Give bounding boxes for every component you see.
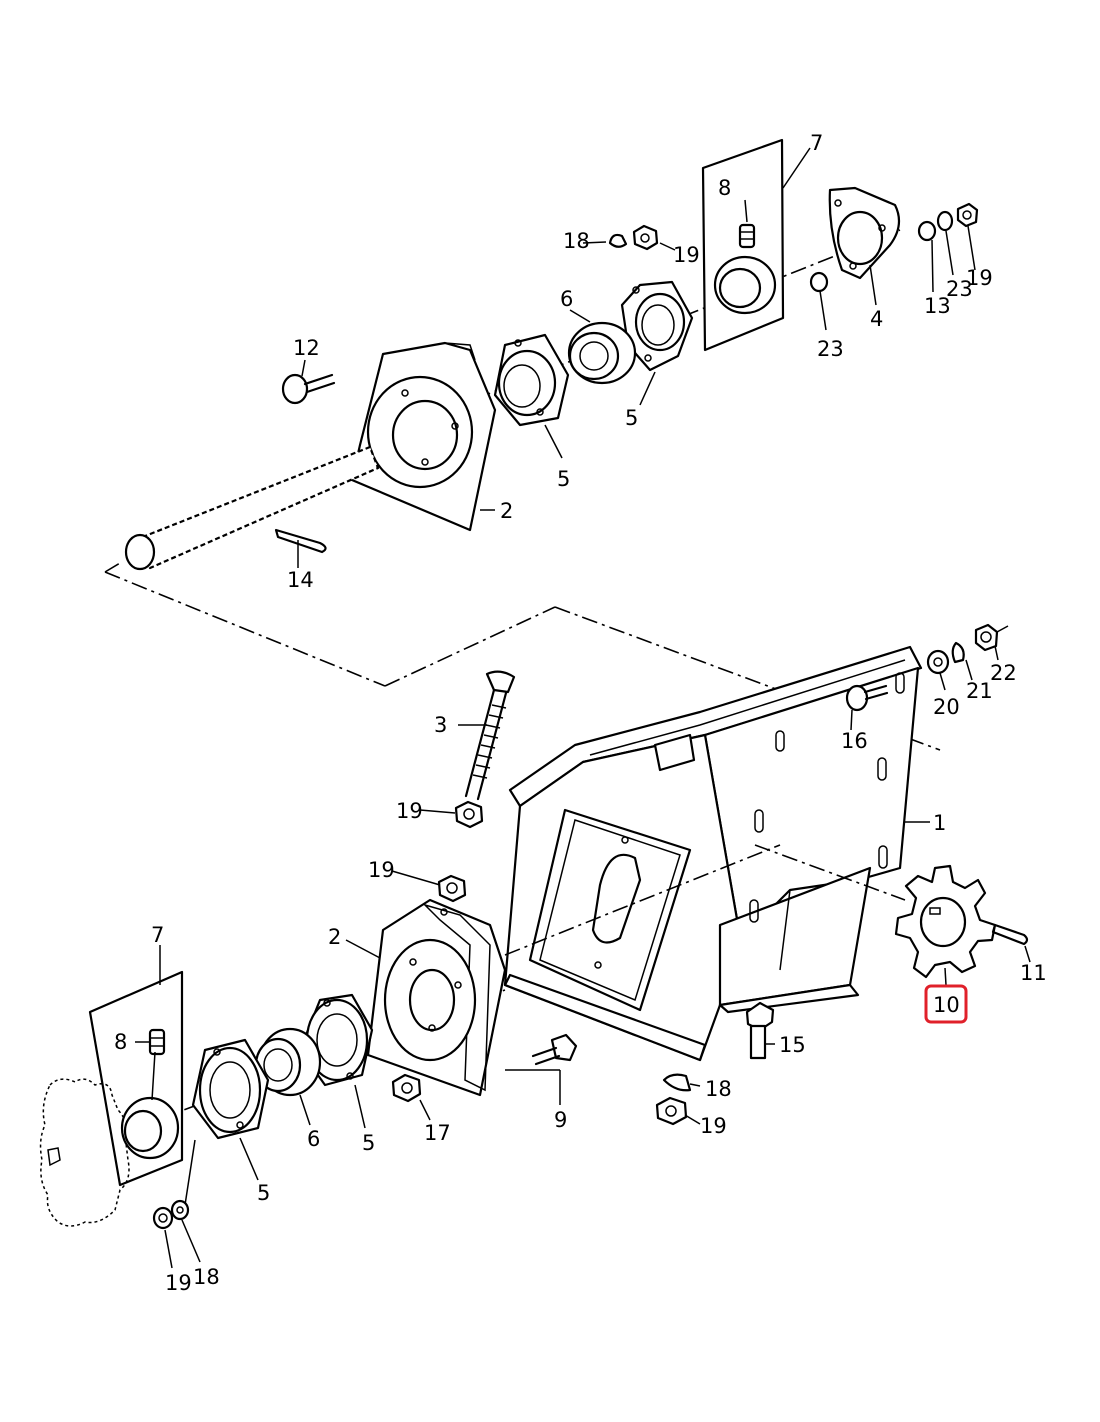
- flange-bracket-4: [828, 186, 901, 280]
- leader-lines: [135, 147, 1031, 1269]
- label-8-bottom: 8: [114, 1030, 127, 1054]
- label-2-bottom: 2: [328, 925, 341, 949]
- bearing-6-top: [567, 321, 637, 385]
- collar-bottom: [120, 1096, 180, 1160]
- label-6-bottom: 6: [307, 1127, 320, 1151]
- nut-19-mid-c: [655, 1096, 688, 1126]
- bearing-plate-2-top: [350, 341, 497, 532]
- label-4: 4: [870, 307, 883, 331]
- label-20: 20: [933, 695, 960, 719]
- upper-axis-lines: [104, 229, 941, 751]
- label-6-top: 6: [560, 287, 573, 311]
- sprocket-10: [894, 864, 997, 979]
- label-19-top-b: 19: [966, 266, 993, 290]
- bolt-15: [745, 1001, 775, 1060]
- label-7-bottom: 7: [151, 923, 164, 947]
- nut-19-top: [632, 224, 659, 251]
- collar-top: [713, 255, 777, 315]
- label-7-top: 7: [810, 131, 823, 155]
- label-19-top-a: 19: [673, 243, 700, 267]
- bearing-plate-2-bottom: [366, 898, 507, 1097]
- nut-19-bottom: [152, 1206, 174, 1230]
- bolt-9: [531, 1033, 578, 1066]
- label-17: 17: [424, 1121, 451, 1145]
- washer-18-bottom: [170, 1199, 190, 1221]
- label-2-top: 2: [500, 499, 513, 523]
- label-22: 22: [990, 661, 1017, 685]
- washers-right-top: [809, 202, 979, 293]
- bolt-3: [464, 670, 516, 801]
- label-14: 14: [287, 568, 314, 592]
- label-19-bottom: 19: [165, 1271, 192, 1295]
- set-screw-8-top: [738, 223, 756, 249]
- label-5-bottom-b: 5: [257, 1181, 270, 1205]
- label-19-mid-a: 19: [396, 799, 423, 823]
- label-10: 10: [933, 993, 960, 1017]
- nut-17: [391, 1073, 422, 1103]
- washers-20-21-22: [926, 623, 1009, 675]
- highlight-box-10: [924, 984, 968, 1024]
- lock-washer-18-top: [608, 233, 628, 248]
- label-16: 16: [841, 729, 868, 753]
- label-18-top: 18: [563, 229, 590, 253]
- sprocket-left-partial: [39, 1078, 130, 1227]
- nut-19-mid-b: [437, 874, 467, 903]
- label-1: 1: [933, 811, 946, 835]
- label-19-mid-c: 19: [700, 1114, 727, 1138]
- label-3: 3: [434, 713, 447, 737]
- label-5-top-b: 5: [557, 467, 570, 491]
- nut-19-mid-a: [454, 800, 484, 829]
- label-18-bottom: 18: [193, 1265, 220, 1289]
- label-5-top-a: 5: [625, 406, 638, 430]
- label-13: 13: [924, 294, 951, 318]
- label-21: 21: [966, 679, 993, 703]
- frame-1: [503, 645, 923, 1062]
- cotter-pin-11: [991, 923, 1029, 946]
- label-12: 12: [293, 336, 320, 360]
- flange-5-bottom-left: [191, 1038, 270, 1140]
- label-11: 11: [1020, 961, 1047, 985]
- label-23-b: 23: [817, 337, 844, 361]
- label-18-mid: 18: [705, 1077, 732, 1101]
- label-23-a: 23: [946, 277, 973, 301]
- label-15: 15: [779, 1033, 806, 1057]
- label-9: 9: [554, 1108, 567, 1132]
- bolt-16: [845, 684, 889, 712]
- set-screw-8-bottom: [148, 1028, 166, 1056]
- label-8-top: 8: [718, 176, 731, 200]
- label-5-bottom-a: 5: [362, 1131, 375, 1155]
- washer-18-mid: [662, 1073, 692, 1092]
- shaft: [124, 445, 380, 571]
- flange-5-top-right: [620, 280, 694, 372]
- flange-5-top-left: [493, 333, 570, 427]
- cotter-pin-14: [274, 528, 327, 554]
- label-19-mid-b: 19: [368, 858, 395, 882]
- bolt-12: [281, 373, 336, 405]
- part-labels: 7 8 18 19 13 23 19 23 4 6 5 5 12 2 14 22…: [114, 131, 1047, 1295]
